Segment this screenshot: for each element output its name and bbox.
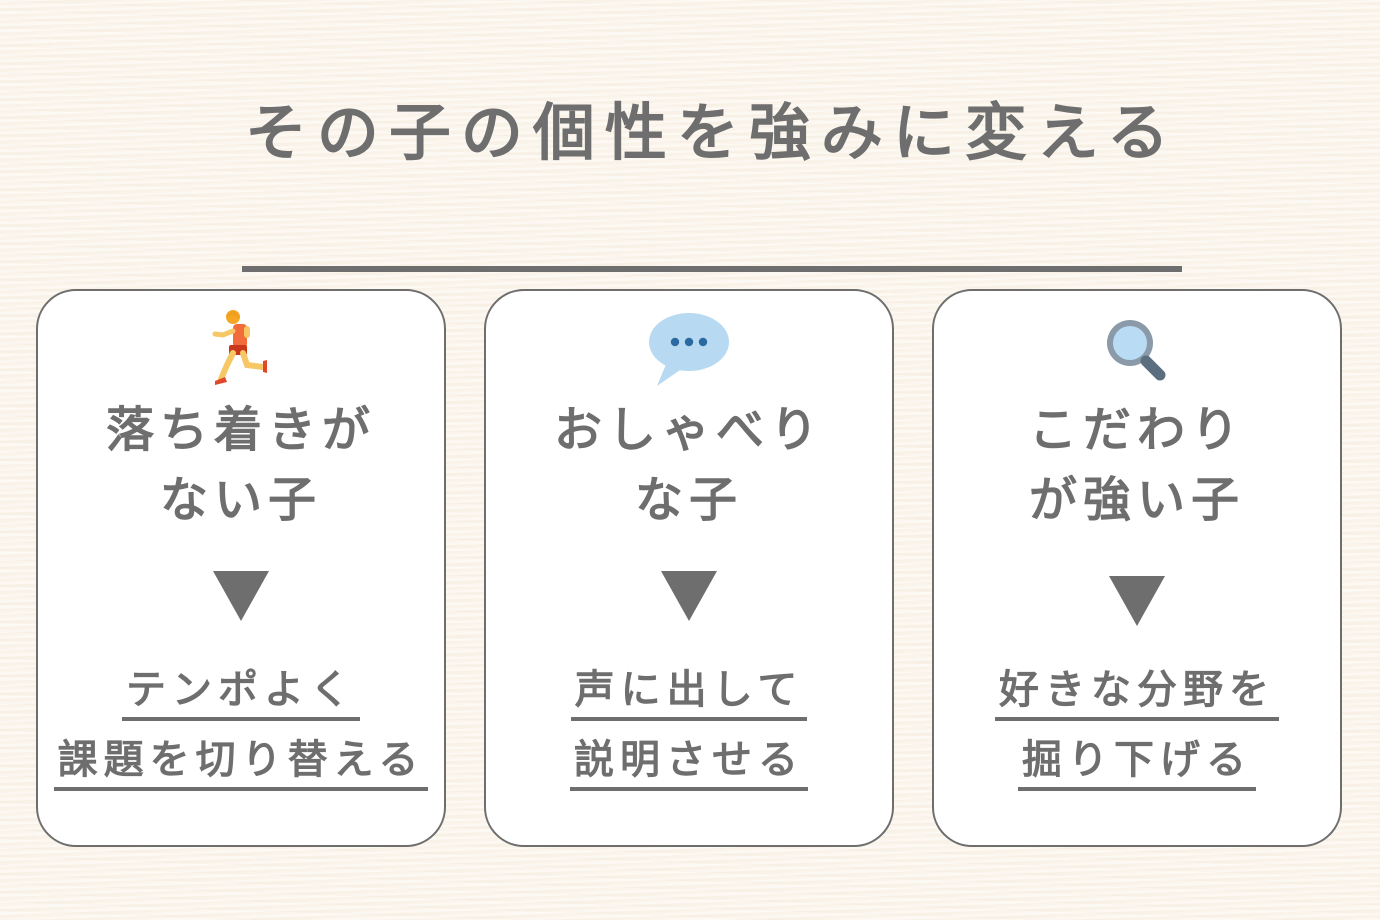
card-tip: 声に出して 説明させる xyxy=(486,663,892,803)
card-heading: おしゃべり な子 xyxy=(486,395,892,535)
card-talkative-child: おしゃべり な子 声に出して 説明させる xyxy=(484,289,894,847)
tip-line: テンポよく xyxy=(122,663,360,721)
speech-bubble-icon xyxy=(486,309,892,391)
heading-line: な子 xyxy=(634,472,743,528)
heading-line: ない子 xyxy=(159,472,322,528)
heading-line: 落ち着きが xyxy=(105,402,376,458)
tip-line: 好きな分野を xyxy=(995,663,1279,721)
heading-line: こだわり xyxy=(1028,402,1245,458)
running-person-icon xyxy=(38,309,444,391)
down-triangle-icon xyxy=(213,571,269,621)
card-particular-child: こだわり が強い子 好きな分野を 掘り下げる xyxy=(932,289,1342,847)
card-heading: こだわり が強い子 xyxy=(934,395,1340,535)
page-title-block: その子の個性を強みに変える xyxy=(242,96,1182,272)
card-tip: 好きな分野を 掘り下げる xyxy=(934,663,1340,803)
title-underline xyxy=(242,266,1182,272)
heading-line: が強い子 xyxy=(1028,472,1245,528)
heading-line: おしゃべり xyxy=(553,402,824,458)
magnifying-glass-icon xyxy=(934,309,1340,391)
tip-line: 声に出して xyxy=(570,663,808,721)
card-restless-child: 落ち着きが ない子 テンポよく 課題を切り替える xyxy=(36,289,446,847)
down-triangle-icon xyxy=(661,571,717,621)
down-triangle-icon xyxy=(1109,576,1165,626)
page-title: その子の個性を強みに変える xyxy=(244,96,1180,169)
card-tip: テンポよく 課題を切り替える xyxy=(38,663,444,803)
card-heading: 落ち着きが ない子 xyxy=(38,395,444,535)
tip-line: 課題を切り替える xyxy=(53,733,429,791)
tip-line: 説明させる xyxy=(570,733,808,791)
tip-line: 掘り下げる xyxy=(1018,733,1256,791)
